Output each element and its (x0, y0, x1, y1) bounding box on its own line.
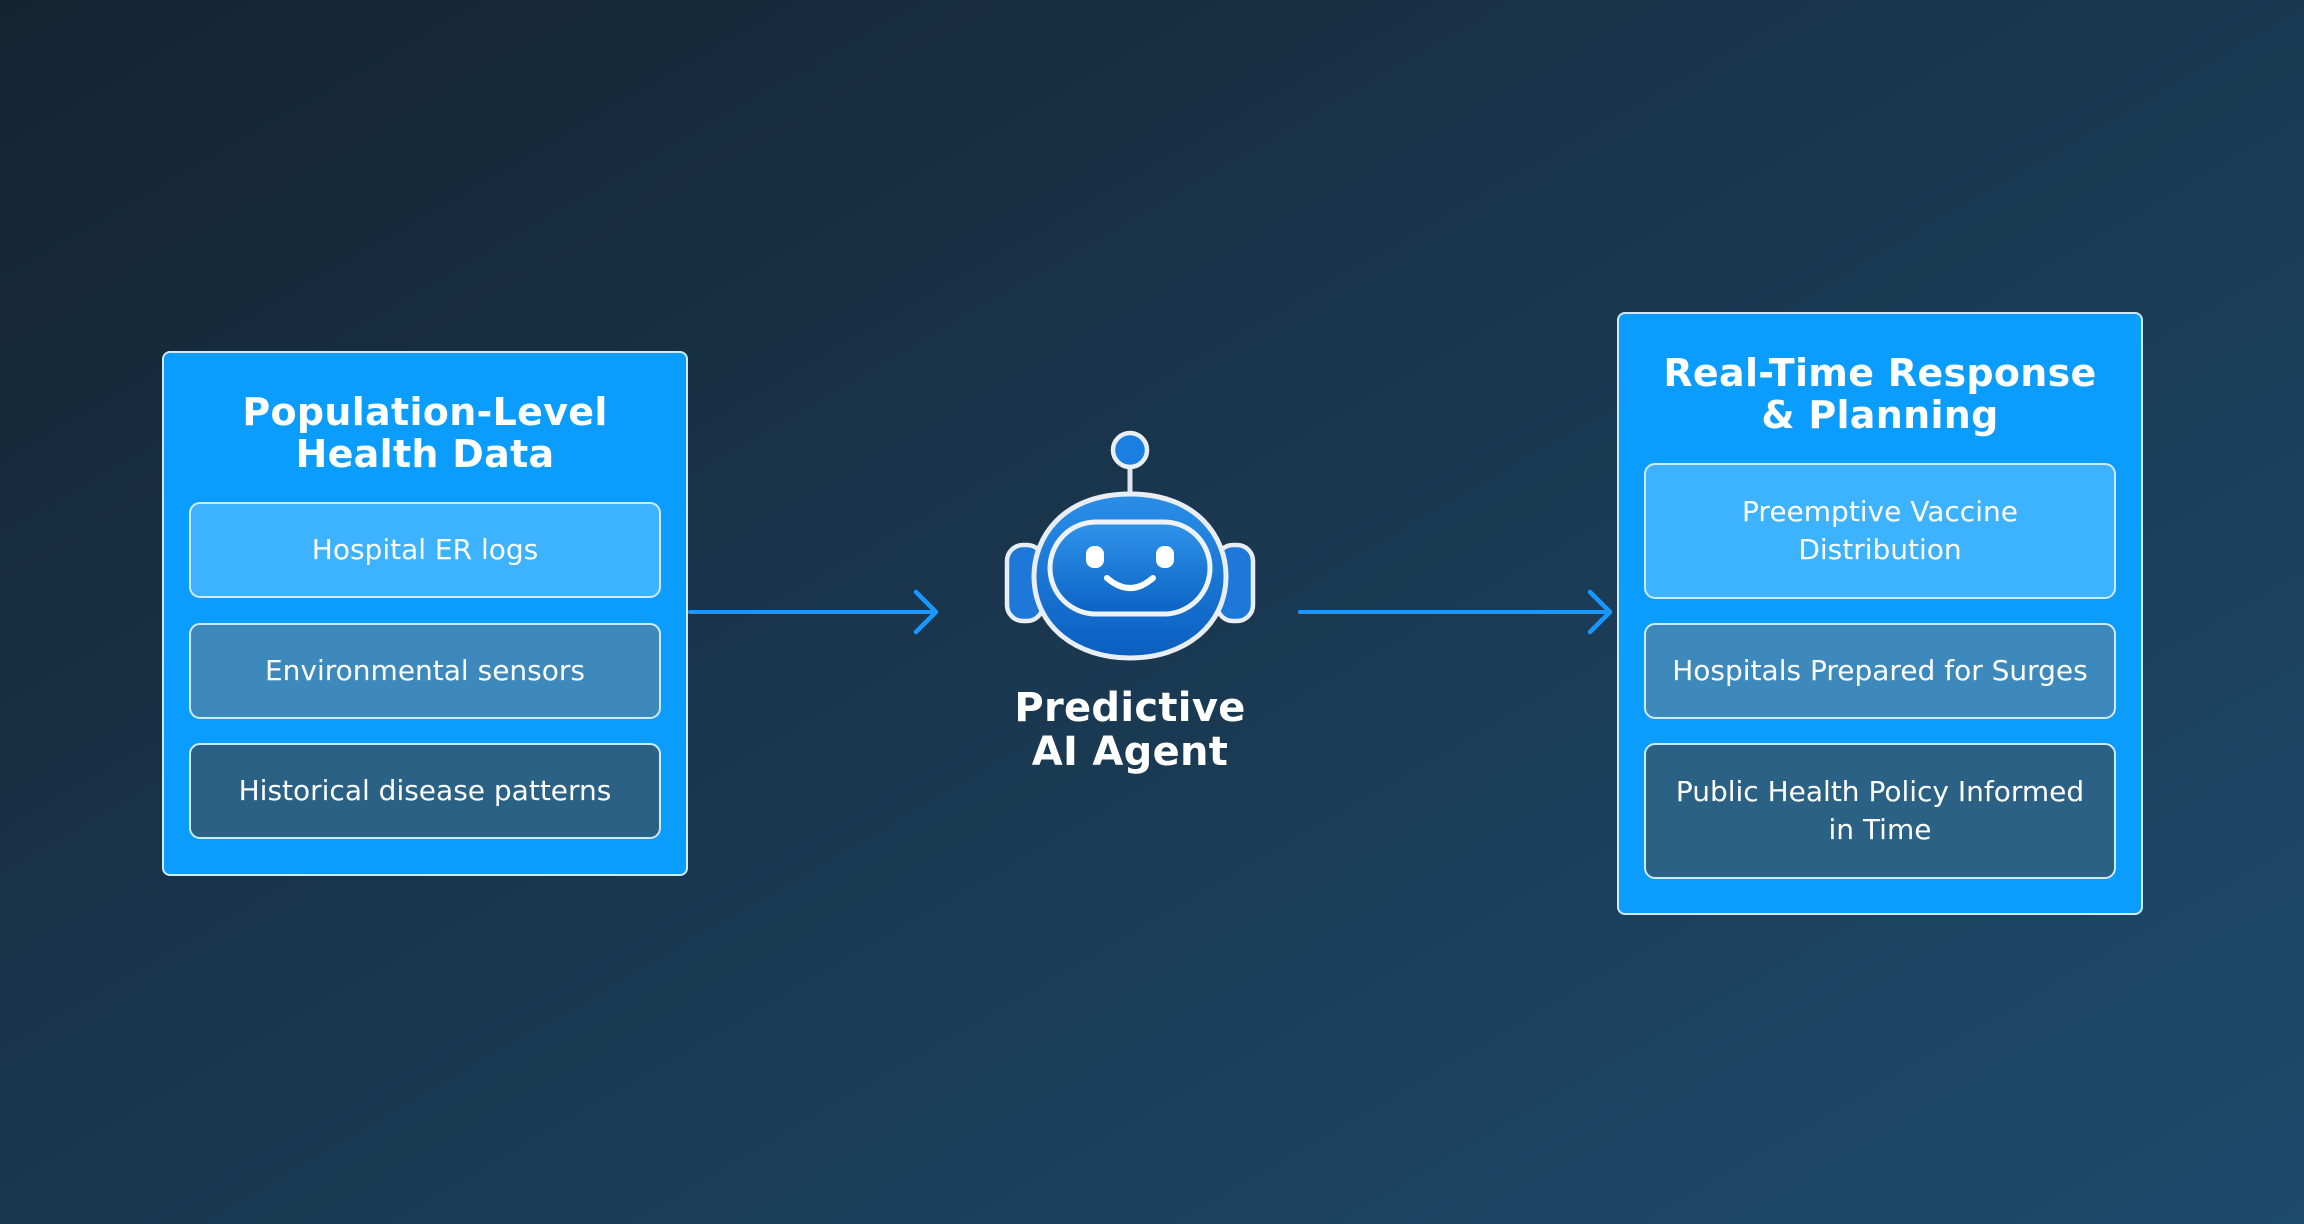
input-panel-title-line2: Health Data (295, 432, 555, 476)
output-card-line1: Hospitals Prepared for Surges (1672, 654, 2088, 687)
output-panel-title: Real-Time Response & Planning (1619, 352, 2141, 436)
output-card-text: Public Health Policy Informed in Time (1676, 773, 2084, 849)
input-to-agent-arrow (688, 589, 939, 635)
output-card-hospitals-prepared: Hospitals Prepared for Surges (1644, 623, 2116, 719)
output-card-text: Hospitals Prepared for Surges (1672, 652, 2088, 690)
input-panel-title-line1: Population-Level (242, 390, 608, 434)
output-card-line2: in Time (1828, 813, 1932, 846)
agent-to-output-arrow (1298, 589, 1613, 635)
output-card-preemptive-vaccine-distribution: Preemptive Vaccine Distribution (1644, 463, 2116, 599)
input-card-label: Historical disease patterns (238, 774, 612, 807)
input-panel-title: Population-Level Health Data (164, 391, 686, 475)
robot-antenna-ball (1110, 430, 1150, 470)
output-card-line1: Public Health Policy Informed (1675, 775, 2085, 808)
input-card-historical-disease-patterns: Historical disease patterns (189, 743, 661, 839)
output-panel: Real-Time Response & Planning Preemptive… (1617, 312, 2143, 915)
input-panel: Population-Level Health Data Hospital ER… (162, 351, 688, 876)
robot-smile (1104, 575, 1156, 591)
agent-label-line1: Predictive (1014, 685, 1246, 731)
robot-right-eye (1156, 546, 1174, 568)
input-card-label: Hospital ER logs (311, 533, 539, 566)
input-card-hospital-er-logs: Hospital ER logs (189, 502, 661, 598)
output-card-text: Preemptive Vaccine Distribution (1742, 493, 2018, 569)
output-card-line2: Distribution (1798, 533, 1962, 566)
agent-label: Predictive AI Agent (990, 686, 1270, 774)
robot-icon (1004, 430, 1256, 661)
input-card-environmental-sensors: Environmental sensors (189, 623, 661, 719)
input-arrow-head (913, 589, 939, 635)
input-card-label: Environmental sensors (264, 654, 585, 687)
output-card-public-health-policy: Public Health Policy Informed in Time (1644, 743, 2116, 879)
output-arrow-head (1587, 589, 1613, 635)
robot-left-eye (1086, 546, 1104, 568)
robot-face-visor (1047, 519, 1213, 617)
agent-label-line2: AI Agent (1031, 729, 1229, 775)
output-card-line1: Preemptive Vaccine (1742, 495, 2018, 528)
output-panel-title-line2: & Planning (1761, 393, 1999, 437)
output-panel-title-line1: Real-Time Response (1663, 351, 2097, 395)
